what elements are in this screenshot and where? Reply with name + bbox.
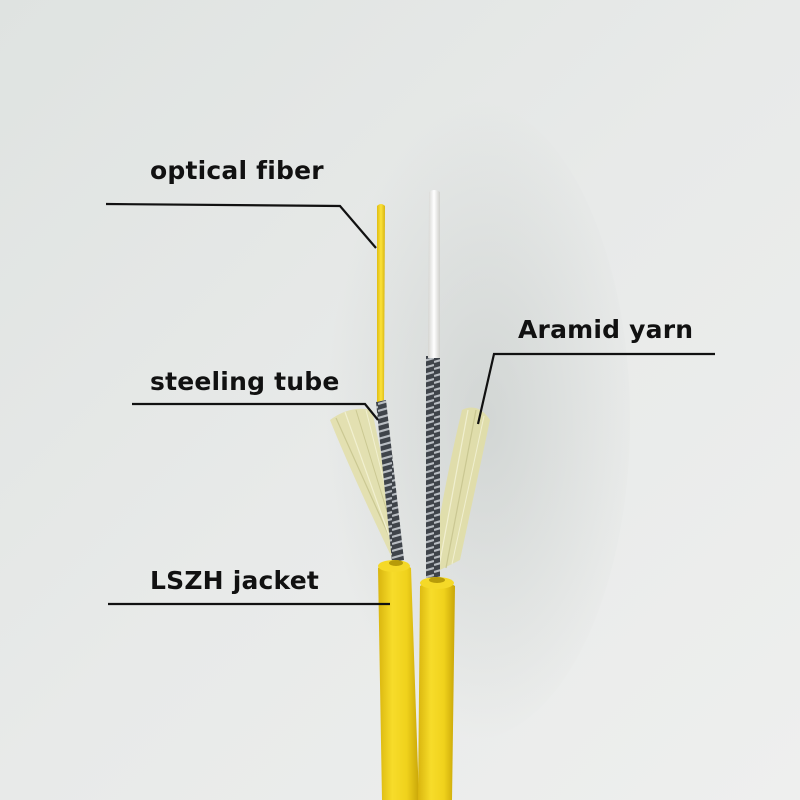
label-aramid-yarn: Aramid yarn [518, 315, 694, 344]
lszh-jacket-left [378, 560, 419, 800]
optical-fiber-white [428, 190, 440, 358]
leader-line-steeling-tube [132, 402, 379, 421]
label-steeling-tube: steeling tube [150, 367, 340, 396]
steel-tube-left [376, 400, 404, 562]
leader-line-optical-fiber [105, 202, 377, 249]
leader-lines [105, 202, 715, 606]
label-lszh-jacket: LSZH jacket [150, 566, 320, 595]
aramid-yarn-right [430, 407, 490, 575]
lszh-jacket-right [418, 577, 455, 800]
leader-line-aramid-yarn [476, 352, 715, 425]
label-optical-fiber: optical fiber [150, 156, 324, 185]
steel-tube-right [426, 356, 440, 578]
optical-fiber-yellow [377, 204, 385, 402]
